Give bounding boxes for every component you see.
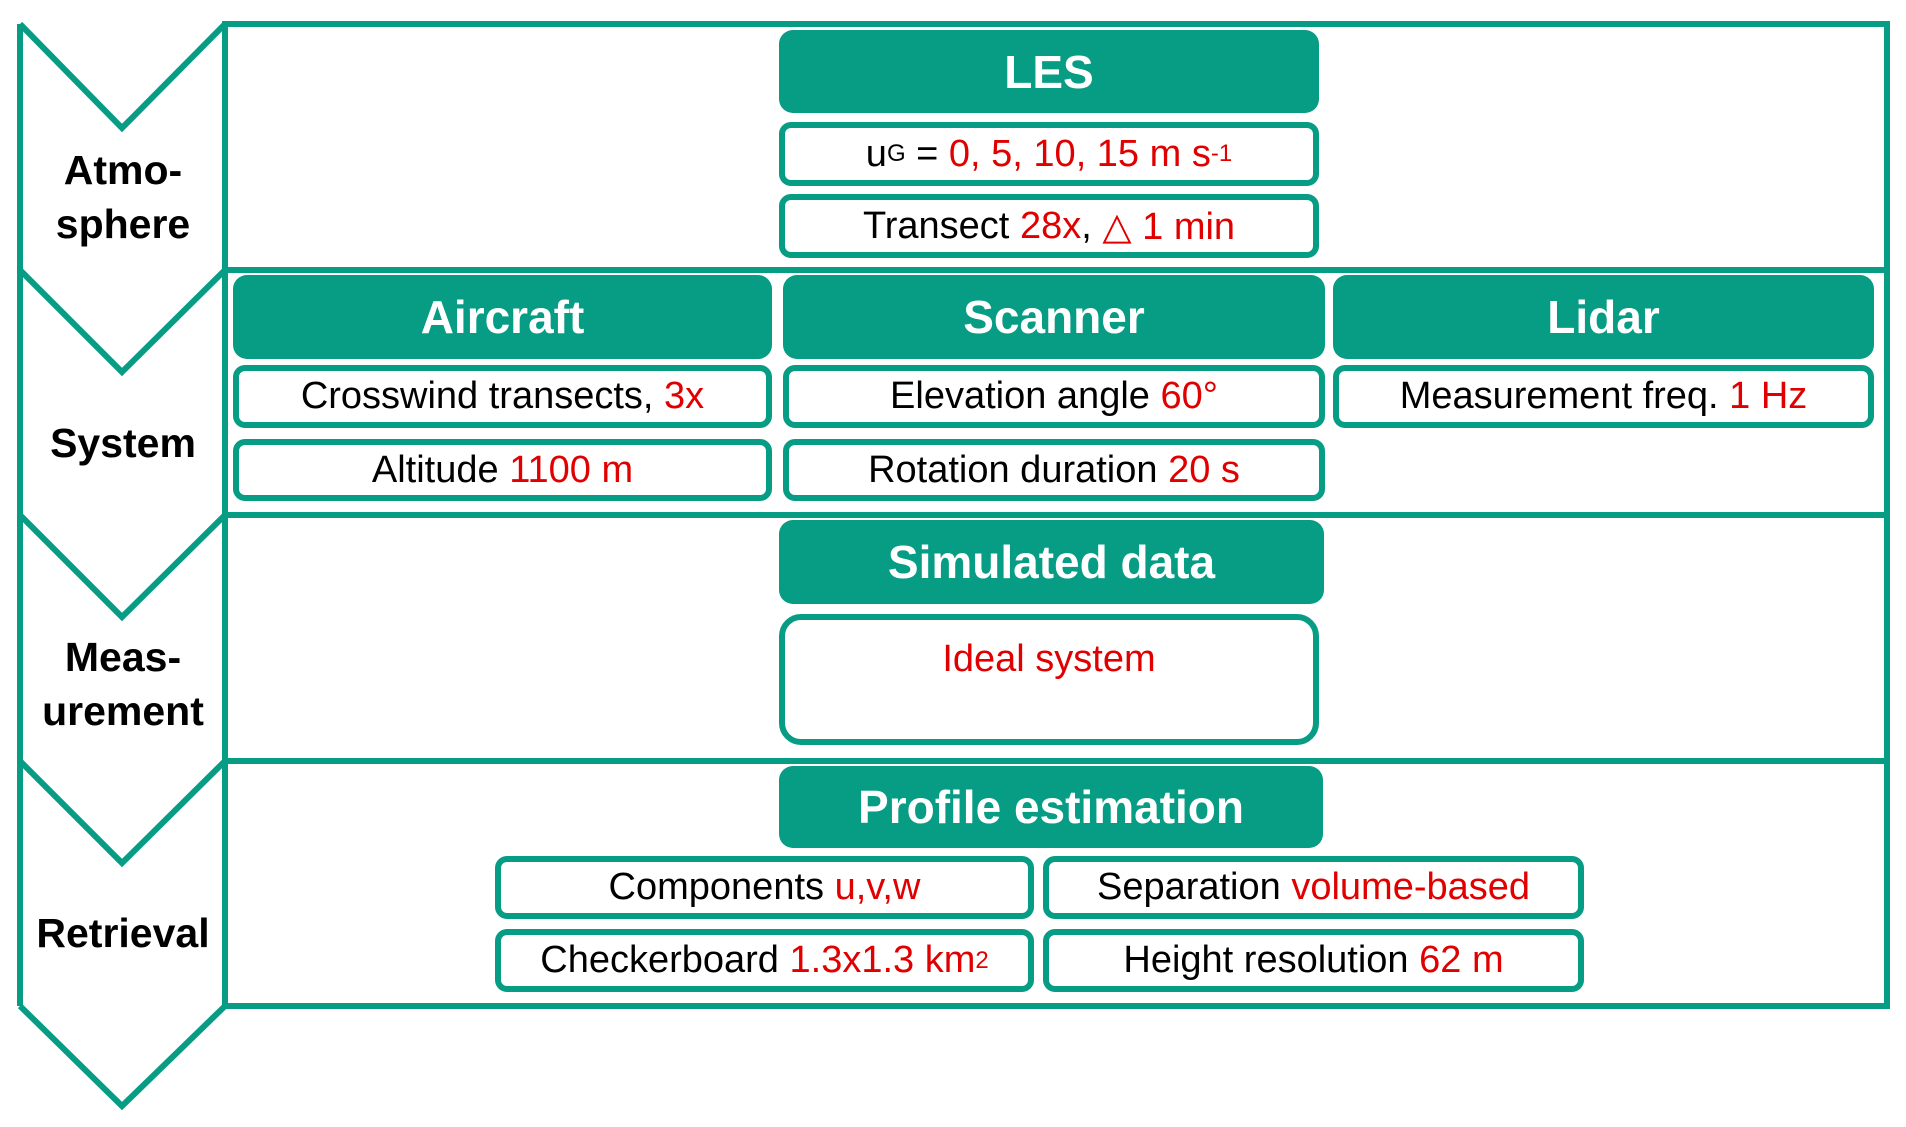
ug-equals: = xyxy=(905,132,949,175)
separation-value: volume-based xyxy=(1291,866,1531,908)
rotation-label: Rotation duration xyxy=(868,448,1169,491)
checkerboard-label: Checkerboard xyxy=(540,939,790,981)
stage-label-line: urement xyxy=(42,688,204,734)
separation-label: Separation xyxy=(1096,866,1292,908)
chevron-arrow-icon xyxy=(17,758,228,868)
frequency-label: Measurement freq. xyxy=(1399,375,1730,417)
elevation-box: Elevation angle 60° xyxy=(783,365,1325,428)
frequency-box: Measurement freq. 1 Hz xyxy=(1333,365,1874,428)
stage-label-line: Retrieval xyxy=(36,910,210,956)
stage-label-line: System xyxy=(50,420,196,466)
ug-subscript: G xyxy=(886,140,906,167)
transect-count: 28x xyxy=(1019,204,1082,247)
les-header: LES xyxy=(779,30,1319,113)
stage-label-retrieval: Retrieval xyxy=(18,906,228,960)
checkerboard-superscript: 2 xyxy=(975,946,989,974)
transect-sep: , xyxy=(1081,204,1103,247)
chevron-arrow-icon xyxy=(17,1003,228,1111)
chevron-arrow-icon xyxy=(17,512,228,622)
altitude-label: Altitude xyxy=(371,448,510,491)
altitude-value: 1100 m xyxy=(509,448,634,491)
stage-label-line: sphere xyxy=(55,201,191,247)
ideal-system-value: Ideal system xyxy=(942,638,1156,680)
height-resolution-label: Height resolution xyxy=(1123,939,1420,981)
stage-label-measurement: Meas- urement xyxy=(18,630,228,738)
components-box: Components u,v,w xyxy=(495,856,1034,919)
ug-symbol: u xyxy=(865,132,887,175)
transect-interval: △ 1 min xyxy=(1102,205,1236,248)
transect-label: Transect xyxy=(862,204,1020,247)
components-value: u,v,w xyxy=(834,866,921,908)
transect-box: Transect 28x, △ 1 min xyxy=(779,194,1319,258)
lidar-header: Lidar xyxy=(1333,275,1874,359)
frequency-value: 1 Hz xyxy=(1729,375,1808,417)
altitude-box: Altitude 1100 m xyxy=(233,439,772,501)
crosswind-box: Crosswind transects, 3x xyxy=(233,365,772,428)
crosswind-value: 3x xyxy=(664,375,705,417)
profile-estimation-header: Profile estimation xyxy=(779,766,1323,848)
stage-label-system: System xyxy=(18,416,228,470)
elevation-value: 60° xyxy=(1160,375,1218,417)
height-resolution-box: Height resolution 62 m xyxy=(1043,929,1584,992)
stage-label-line: Atmo- xyxy=(63,147,183,193)
components-label: Components xyxy=(608,866,835,908)
chevron-arrow-icon xyxy=(17,21,228,133)
chevron-arrow-icon xyxy=(17,267,228,377)
crosswind-label: Crosswind transects, xyxy=(300,375,665,417)
elevation-label: Elevation angle xyxy=(890,375,1161,417)
simulated-data-header: Simulated data xyxy=(779,520,1324,604)
height-resolution-value: 62 m xyxy=(1419,939,1504,981)
rotation-value: 20 s xyxy=(1168,448,1240,491)
ug-superscript: -1 xyxy=(1210,140,1233,167)
ideal-system-box: Ideal system xyxy=(779,614,1319,745)
stage-label-atmosphere: Atmo- sphere xyxy=(18,143,228,251)
scanner-header: Scanner xyxy=(783,275,1325,359)
separation-box: Separation volume-based xyxy=(1043,856,1584,919)
stage-label-line: Meas- xyxy=(64,634,182,680)
aircraft-header: Aircraft xyxy=(233,275,772,359)
checkerboard-value: 1.3x1.3 km xyxy=(789,939,976,981)
rotation-box: Rotation duration 20 s xyxy=(783,439,1325,501)
ug-value: 0, 5, 10, 15 m s xyxy=(948,132,1211,175)
